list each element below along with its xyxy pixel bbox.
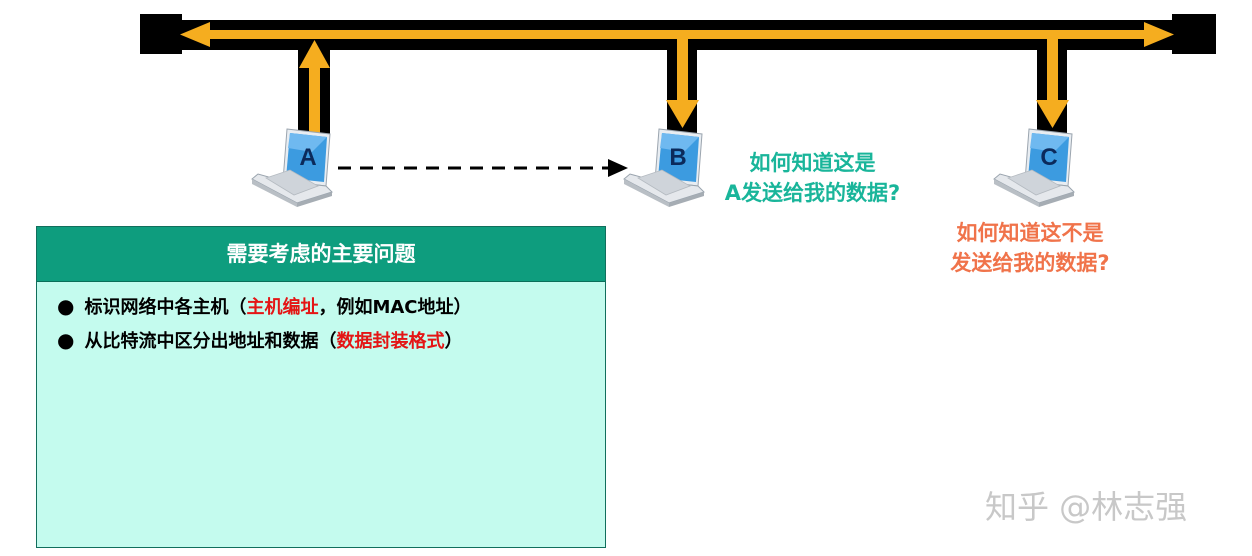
bullet-icon: ● <box>57 294 75 318</box>
bus-terminator-right <box>1172 14 1216 54</box>
node-label-b: B <box>669 144 687 171</box>
question-c-line2: 发送给我的数据? <box>950 251 1110 275</box>
signal-up-a-head <box>299 40 330 68</box>
issue-highlight: 主机编址 <box>246 297 319 318</box>
issue-suffix: ，例如MAC地址） <box>318 297 472 318</box>
bullet-icon: ● <box>57 328 75 352</box>
issue-suffix: ） <box>444 331 463 352</box>
signal-up-a-shaft <box>309 64 320 139</box>
laptop-b-icon <box>623 128 705 207</box>
laptop-c-icon <box>993 128 1075 207</box>
question-b: 如何知道这是 A发送给我的数据? <box>700 148 925 208</box>
question-b-line1: 如何知道这是 <box>749 151 876 175</box>
issue-text: 标识网络中各主机（ <box>84 297 247 318</box>
issues-list: ● 标识网络中各主机（主机编址，例如MAC地址） ● 从比特流中区分出地址和数据（数… <box>37 282 605 358</box>
signal-down-c-head <box>1036 100 1069 128</box>
watermark: 知乎 @林志强 <box>985 488 1188 526</box>
question-c: 如何知道这不是 发送给我的数据? <box>920 218 1140 278</box>
question-b-line2: A发送给我的数据? <box>724 181 901 205</box>
issues-title: 需要考虑的主要问题 <box>37 227 605 282</box>
signal-arrows <box>180 22 1174 139</box>
signal-down-b-shaft <box>677 38 688 108</box>
signal-down-b-head <box>666 100 699 128</box>
signal-down-c-shaft <box>1047 38 1058 108</box>
signal-arrow-right-head <box>1144 22 1174 47</box>
signal-arrow-left-head <box>180 22 210 47</box>
issues-panel: 需要考虑的主要问题 ● 标识网络中各主机（主机编址，例如MAC地址） ● 从比特流中… <box>36 226 606 548</box>
dashed-arrow-head <box>608 159 628 177</box>
laptop-a-icon <box>251 128 333 207</box>
node-label-c: C <box>1040 144 1058 171</box>
issue-text: 从比特流中区分出地址和数据（ <box>84 331 337 352</box>
issue-highlight: 数据封装格式 <box>336 331 445 352</box>
question-c-line1: 如何知道这不是 <box>956 221 1104 245</box>
issue-item-addressing: ● 标识网络中各主机（主机编址，例如MAC地址） <box>57 290 605 324</box>
issue-item-encapsulation: ● 从比特流中区分出地址和数据（数据封装格式） <box>57 324 605 358</box>
bus-terminator-left <box>140 14 182 54</box>
node-label-a: A <box>299 144 317 171</box>
